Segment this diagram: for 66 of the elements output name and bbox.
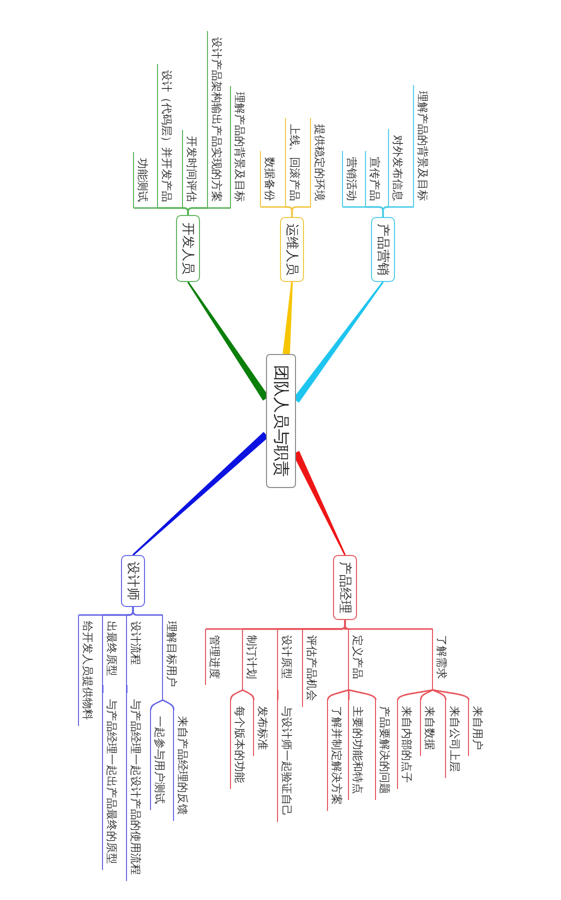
topic-label: 了解并制定解决方案 [327, 700, 344, 811]
topic-label: 评估产品机会 [302, 629, 319, 707]
topic-label: 开发时间评估 [182, 130, 199, 208]
topic-label: 提供稳定的环境 [310, 118, 327, 207]
branch-topic-box: 运维人员 [280, 217, 304, 282]
branch-topic-box: 设计师 [121, 555, 145, 607]
topic-label: 与产品经理一起出产品最终的原型 [102, 693, 119, 870]
topic-label: 来自公司上层 [445, 700, 462, 778]
topic-label: 来自内部的点子 [397, 700, 414, 789]
connector-line [162, 699, 174, 710]
topic-label: 制订计划 [242, 629, 259, 690]
connector-line [348, 690, 350, 700]
connector-line [126, 685, 128, 693]
connector-line [78, 607, 134, 616]
topic-label: 来自用户 [468, 700, 485, 756]
topic-label: 来自数据 [420, 700, 437, 756]
topic-label: 设计流程 [126, 615, 143, 685]
connector-line [342, 206, 384, 217]
topic-label: 与产品经理一起设计产品的使用流程 [126, 693, 143, 881]
connector-line [206, 620, 346, 630]
branch-topic-box: 产品经理 [333, 555, 357, 620]
topic-label: 理解目标用户 [162, 615, 179, 700]
topic-label: 产品要解决的问题 [375, 700, 392, 800]
topic-label: 设计原型 [277, 629, 294, 690]
topic-label: 来自产品经理的反馈 [173, 710, 190, 821]
topic-label: 数据备份 [260, 151, 277, 207]
topic-label: 设计产品架构输出产品实现的方案 [207, 31, 224, 208]
connector-line [420, 689, 434, 700]
topic-label: 出最终原型 [102, 615, 119, 685]
connector-line [187, 207, 208, 215]
topic-label: 功能测试 [133, 152, 150, 208]
topic-label: 上线、回滚产品 [285, 118, 302, 207]
connector-line [242, 689, 254, 700]
topic-label: 一起参与用户测试 [150, 710, 167, 810]
topic-label: 对外发布信息 [388, 129, 405, 207]
connector-line [260, 206, 293, 217]
connector-line [432, 689, 470, 700]
connector-line [327, 689, 349, 700]
connector-line [277, 690, 278, 700]
branch-topic-box: 产品营销 [371, 217, 395, 282]
topic-label: 营销活动 [342, 151, 359, 207]
topic-label: 了解需求 [432, 629, 449, 690]
branch-connector [187, 282, 269, 401]
topic-label: 宣传产品 [365, 151, 382, 207]
branch-topic-box: 开发人员 [176, 215, 200, 282]
topic-label: 发布标准 [253, 700, 270, 756]
central-topic-box: 团队人员与职责 [266, 354, 296, 488]
branch-connector [282, 282, 293, 354]
topic-label: 设计（代码层）并开发产品 [157, 64, 174, 208]
connector-line [150, 699, 164, 710]
topic-label: 主要的功能和特点 [348, 700, 365, 800]
topic-label: 理解产品的背景及目标 [230, 86, 247, 208]
connector-line [102, 685, 104, 693]
connector-line [134, 207, 189, 215]
connector-line [230, 689, 244, 700]
connector-line [348, 689, 376, 700]
topic-label: 给开发人员提供物料 [78, 615, 95, 726]
topic-label: 与设计师一起验证自己 [277, 700, 294, 822]
branch-connector [132, 432, 268, 556]
topic-label: 理解产品的背景及目标 [413, 85, 430, 207]
topic-label: 管理进度 [205, 629, 222, 685]
topic-label: 定义产品 [348, 629, 365, 690]
topic-label: 每个版本的功能 [230, 700, 247, 789]
branch-connector [293, 282, 384, 403]
connector-line [432, 689, 446, 700]
connector-line [397, 689, 433, 700]
